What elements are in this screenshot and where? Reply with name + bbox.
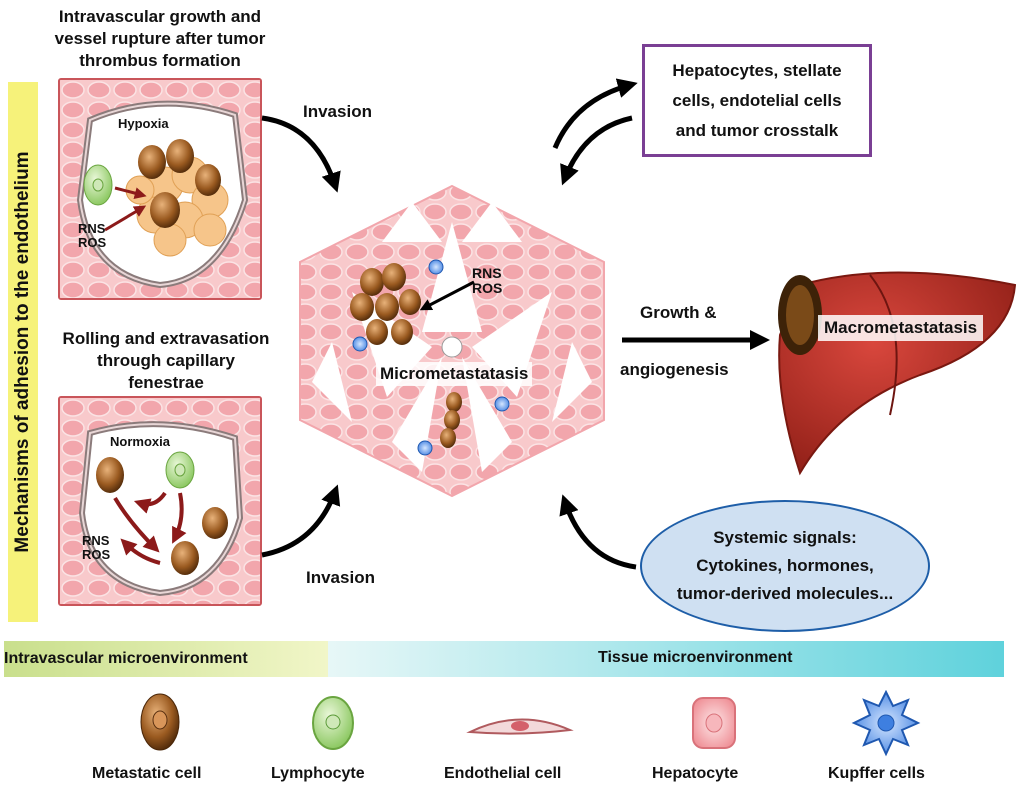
systemic-line: Systemic signals: [713, 528, 857, 547]
rns-label: RNS [82, 533, 110, 548]
systemic-line: tumor-derived molecules... [676, 584, 894, 603]
bottom-title-line: Rolling and extravasation [62, 329, 270, 348]
crosstalk-down-arrow [560, 115, 633, 186]
top-title-line: Intravascular growth and [58, 7, 262, 26]
legend-lymphocyte-label: Lymphocyte [271, 765, 365, 782]
invasion-bottom-label: Invasion [306, 568, 375, 587]
systemic-arrow [559, 494, 637, 570]
bottom-panel: Normoxia RNS ROS [58, 396, 262, 606]
hypoxia-label: Hypoxia [118, 116, 169, 131]
metastatic-cell-icon [140, 693, 180, 751]
bottom-panel-illustration [60, 398, 260, 604]
invasion-top-label: Invasion [303, 102, 372, 121]
legend-icons [140, 690, 921, 757]
invasion-bottom-arrow [261, 484, 341, 558]
tissue-label: Tissue microenvironment [598, 649, 793, 666]
invasion-top-arrow [261, 115, 341, 193]
legend-hepatocyte-label: Hepatocyte [652, 765, 739, 782]
top-panel-title: Intravascular growth and vessel rupture … [30, 6, 290, 72]
hepatocyte-icon [692, 697, 736, 749]
intravascular-bar: Intravascular microenvironment [4, 641, 328, 677]
endothelial-cell-icon [466, 718, 574, 735]
intravascular-label: Intravascular microenvironment [4, 650, 248, 667]
lymphocyte-icon [312, 696, 354, 750]
ros-label: ROS [78, 235, 107, 250]
side-band: Mechanisms of adhesion to the endotheliu… [8, 82, 38, 622]
systemic-signals-ellipse: Systemic signals: Cytokines, hormones, t… [640, 500, 930, 632]
liver: Macrometastatasis [770, 255, 1020, 477]
bottom-species-label: RNS ROS [82, 534, 110, 562]
liver-lobule: RNS ROS Micrometastatasis [292, 182, 612, 500]
top-panel-illustration [60, 80, 260, 298]
normoxia-label: Normoxia [110, 434, 170, 449]
legend-metastatic-label: Metastatic cell [92, 765, 202, 782]
crosstalk-box: Hepatocytes, stellate cells, endotelial … [642, 44, 872, 157]
legend-kupffer-label: Kupffer cells [828, 765, 925, 782]
kupffer-cell-icon [851, 690, 921, 757]
ros-label: ROS [472, 280, 503, 296]
micrometastasis-label: Micrometastatasis [376, 362, 533, 386]
legend-endothelial-label: Endothelial cell [444, 765, 562, 782]
rns-label: RNS [78, 221, 106, 236]
crosstalk-line: cells, endotelial cells [672, 90, 842, 110]
rns-label: RNS [472, 265, 502, 281]
angiogenesis-label: angiogenesis [620, 360, 729, 379]
crosstalk-up-arrow [552, 78, 638, 149]
tissue-bar: Tissue microenvironment [328, 641, 1004, 677]
macrometastasis-label: Macrometastatasis [818, 315, 984, 341]
growth-label: Growth & [640, 303, 717, 322]
systemic-line: Cytokines, hormones, [696, 556, 874, 575]
crosstalk-line: Hepatocytes, stellate [672, 60, 842, 80]
bottom-panel-title: Rolling and extravasation through capill… [36, 328, 296, 394]
crosstalk-line: and tumor crosstalk [675, 120, 839, 140]
liver-illustration [778, 271, 1017, 476]
ros-label: ROS [82, 547, 111, 562]
top-panel: Hypoxia RNS ROS [58, 78, 262, 300]
lobule-illustration [299, 184, 605, 498]
top-title-line: vessel rupture after tumor [54, 29, 266, 48]
bottom-title-line: through capillary [97, 351, 235, 370]
top-species-label: RNS ROS [78, 222, 106, 250]
center-species-label: RNS ROS [472, 266, 502, 296]
bottom-title-line: fenestrae [128, 373, 204, 392]
top-title-line: thrombus formation [79, 51, 241, 70]
